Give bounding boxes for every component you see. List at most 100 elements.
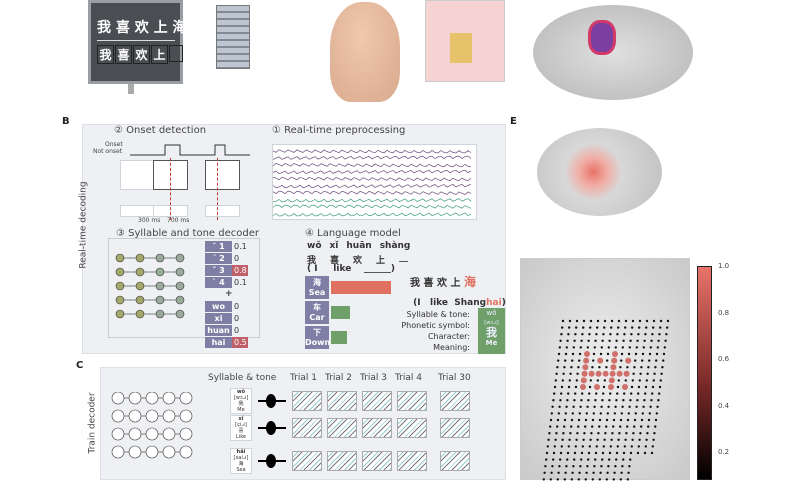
electrode	[617, 438, 620, 441]
electrode	[549, 418, 553, 422]
electrode	[598, 366, 601, 369]
electrode	[603, 326, 606, 329]
electrode	[575, 319, 579, 323]
electrode	[606, 412, 609, 415]
electrode	[586, 405, 589, 408]
electrode	[621, 465, 624, 468]
electrode	[557, 359, 560, 362]
electrode	[622, 399, 625, 402]
panel-e-label: E	[510, 116, 517, 127]
electrode	[586, 346, 589, 349]
electrode	[649, 346, 652, 349]
trial-header: Trial 30	[438, 373, 471, 383]
electrode	[616, 370, 623, 377]
electrode	[633, 418, 637, 422]
electrode	[656, 405, 659, 408]
panel-c-label: C	[76, 360, 84, 371]
electrode	[556, 425, 559, 428]
electrode	[643, 339, 646, 342]
electrode	[577, 478, 580, 481]
colorbar-tick: 0.8	[718, 308, 730, 317]
electrode	[620, 471, 623, 474]
electrode	[644, 445, 647, 448]
trial-header: Trial 2	[325, 373, 352, 383]
electrode	[660, 372, 663, 375]
signal-trace	[273, 169, 472, 175]
electrode	[634, 412, 637, 415]
electrode	[584, 351, 590, 357]
electrode	[567, 445, 570, 448]
electrode	[566, 458, 569, 461]
electrode	[628, 346, 631, 349]
electrode	[582, 364, 589, 371]
trial-signal	[327, 418, 357, 438]
electrode	[567, 333, 570, 336]
preprocessing-title: ① Real-time preprocessing	[272, 125, 406, 136]
electrode	[662, 352, 666, 356]
electrode	[650, 399, 653, 402]
label-tag: xi	[205, 313, 232, 324]
electrode	[658, 333, 661, 336]
trial-signal	[397, 418, 427, 438]
electrode	[594, 384, 600, 390]
network-node	[162, 392, 176, 405]
electrode	[641, 352, 645, 356]
network-node	[155, 295, 165, 305]
electrode	[563, 478, 566, 481]
trial-signal	[440, 451, 470, 471]
electrode	[601, 339, 604, 342]
electrode	[561, 326, 564, 329]
electrode	[636, 399, 639, 402]
electrode	[598, 425, 601, 428]
electrode	[654, 425, 657, 428]
electrode	[572, 346, 575, 349]
electrode	[655, 352, 659, 356]
electrode	[568, 319, 572, 323]
colorbar-tick: 0.2	[718, 448, 730, 456]
electrode	[607, 346, 610, 349]
electrode	[628, 405, 631, 408]
electrode	[581, 445, 584, 448]
electrode	[581, 333, 584, 336]
electrode	[618, 432, 621, 435]
electrode	[599, 352, 603, 356]
network-node	[175, 281, 185, 291]
electrode	[648, 359, 651, 362]
electrode	[622, 451, 626, 455]
label-tag: ˋ 4	[205, 277, 232, 288]
chars-row: 我喜欢上__	[307, 253, 409, 266]
electrode	[564, 412, 567, 415]
electrode	[607, 405, 610, 408]
electrode	[559, 399, 562, 402]
electrode	[629, 399, 632, 402]
electrode	[623, 392, 626, 395]
monitor-line-2: 我 喜 欢 上	[97, 45, 183, 64]
electrode	[565, 465, 568, 468]
electrode	[627, 471, 630, 474]
trial-header: Trial 4	[395, 373, 422, 383]
electrode	[589, 438, 592, 441]
network-node	[155, 309, 165, 319]
electrode	[615, 451, 619, 455]
electrode	[587, 399, 590, 402]
electrode	[552, 451, 556, 455]
electrode	[595, 445, 598, 448]
electrode	[569, 432, 572, 435]
network-node	[111, 445, 125, 459]
electrode	[632, 432, 635, 435]
electrode	[610, 364, 617, 371]
electrode	[570, 425, 573, 428]
electrode	[624, 438, 627, 441]
network-node	[135, 281, 145, 291]
electrode	[567, 385, 571, 389]
probability-value: 0	[234, 254, 240, 263]
signal-trace	[273, 204, 472, 209]
electrode	[640, 366, 643, 369]
network-node	[128, 409, 142, 423]
electrode	[621, 346, 624, 349]
electrode	[610, 319, 614, 323]
electrode	[591, 478, 594, 481]
electrode	[561, 379, 564, 382]
electrode	[594, 399, 597, 402]
